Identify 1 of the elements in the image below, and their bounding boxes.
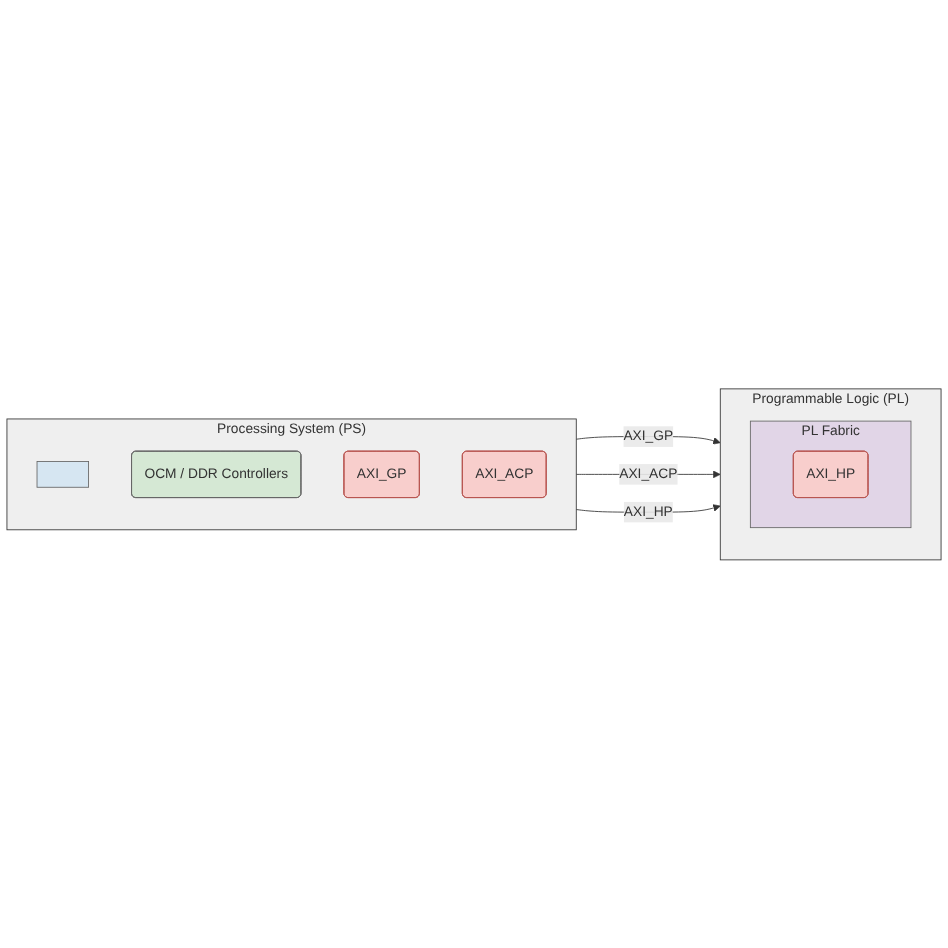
node-box [36, 460, 89, 488]
